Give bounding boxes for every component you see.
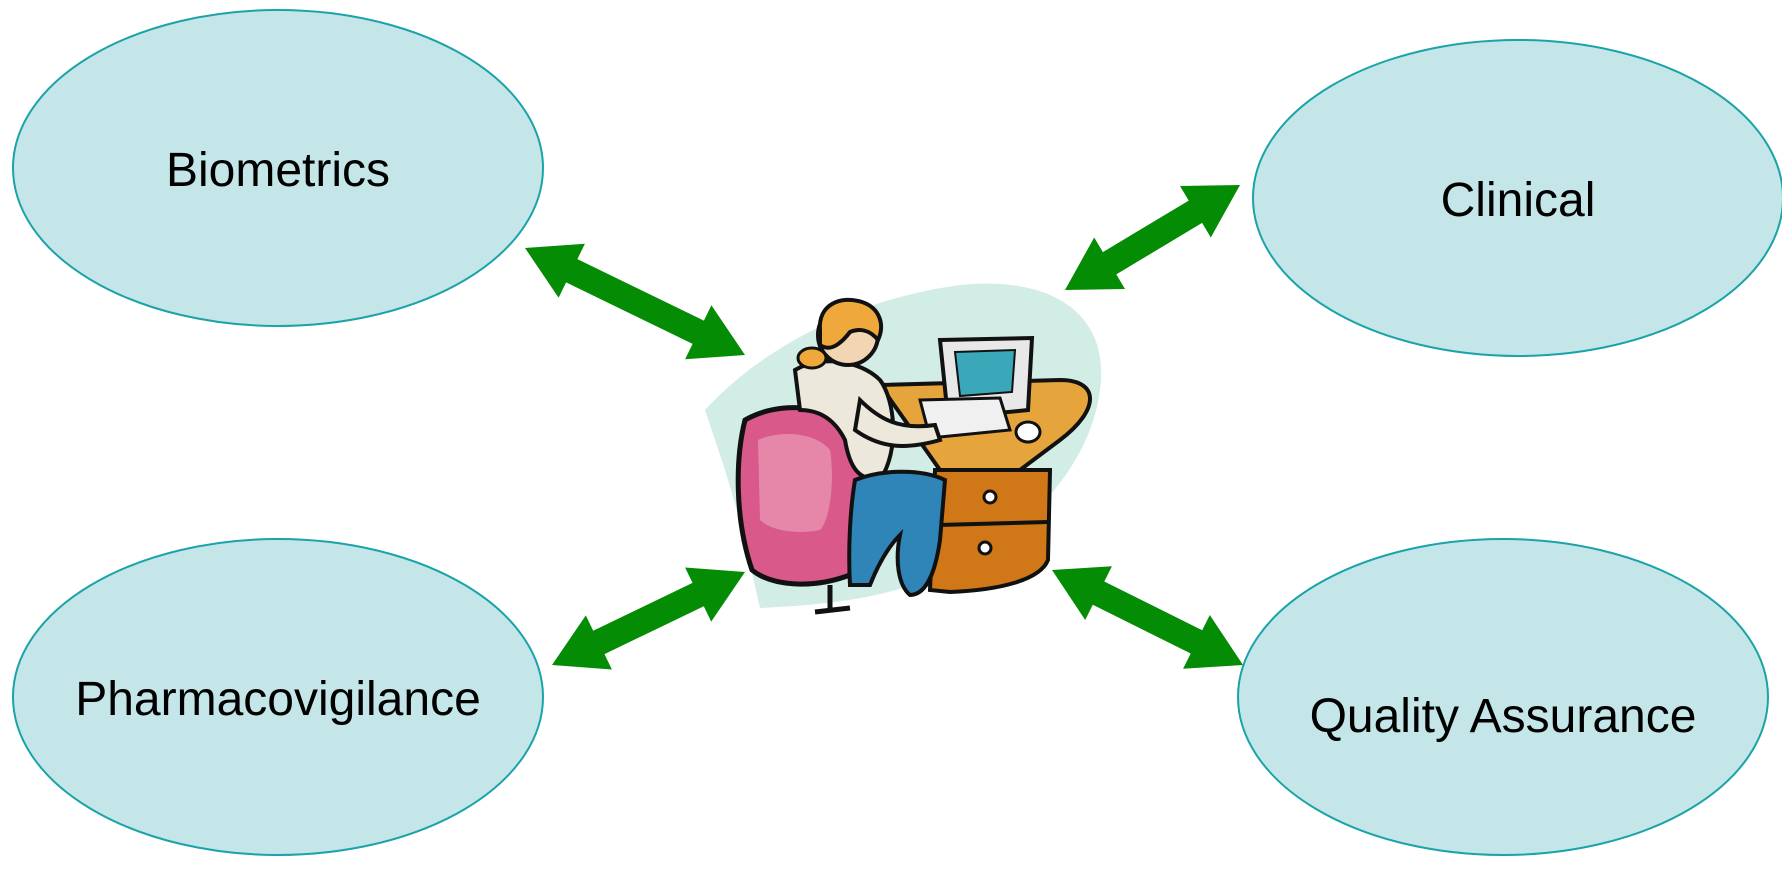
node-biometrics-label: Biometrics <box>166 144 390 197</box>
arrow-clinical <box>1065 185 1240 290</box>
arrow-biometrics <box>525 243 745 360</box>
node-clinical: Clinical <box>1252 39 1782 357</box>
node-biometrics-ellipse <box>12 9 544 327</box>
person-legs <box>847 469 948 598</box>
node-clinical-label: Clinical <box>1441 174 1596 227</box>
node-pharmacovigilance-label: Pharmacovigilance <box>75 673 481 726</box>
desk-drawers <box>927 468 1053 595</box>
node-quality-assurance-label: Quality Assurance <box>1310 690 1697 743</box>
arrow-quality-assurance <box>1052 566 1243 669</box>
arrow-pharmacovigilance <box>552 567 745 670</box>
person-at-computer-icon <box>705 283 1102 615</box>
node-quality-assurance-ellipse <box>1237 538 1769 856</box>
node-pharmacovigilance: Pharmacovigilance <box>12 538 544 856</box>
node-pharmacovigilance-ellipse <box>12 538 544 856</box>
person-hair <box>817 297 883 350</box>
connector-arrows <box>525 185 1243 670</box>
node-quality-assurance: Quality Assurance <box>1237 538 1769 856</box>
node-clinical-ellipse <box>1252 39 1782 357</box>
node-biometrics: Biometrics <box>12 9 544 327</box>
